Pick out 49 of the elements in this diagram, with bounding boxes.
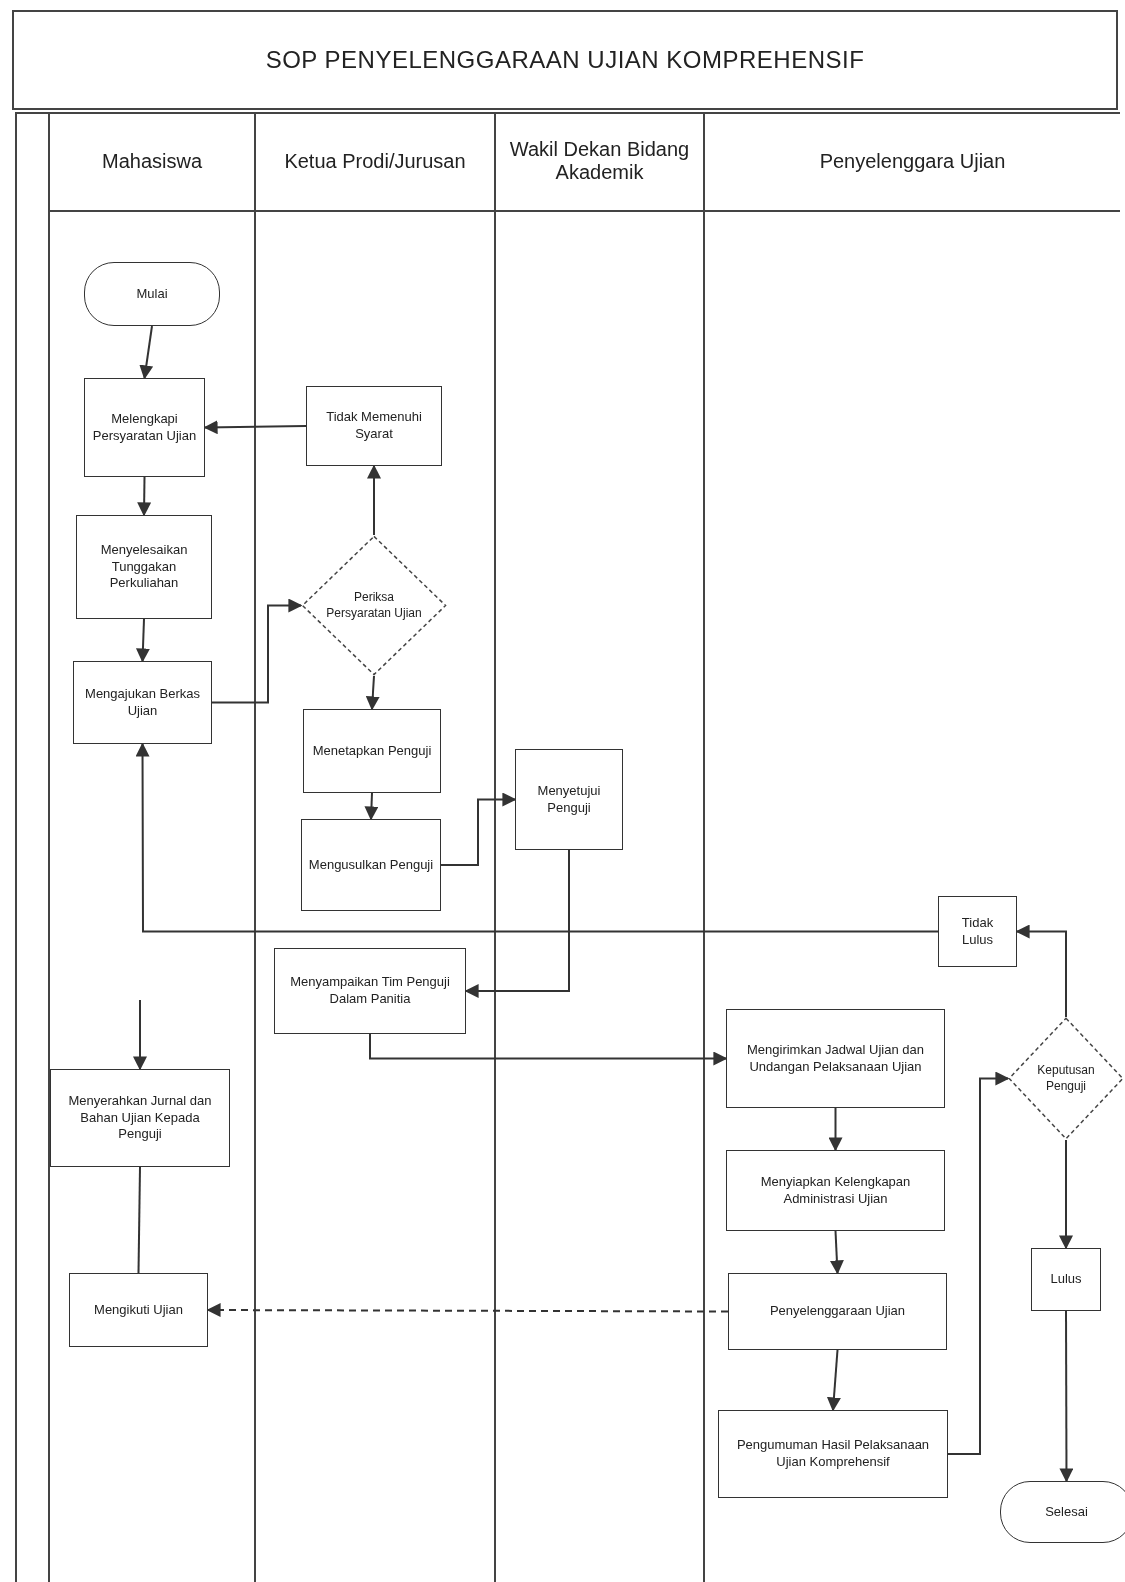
- process-box: Melengkapi Persyaratan Ujian: [84, 378, 205, 477]
- process-box: Mengikuti Ujian: [69, 1273, 208, 1347]
- process-box: Lulus: [1031, 1248, 1101, 1311]
- process-box: Menyetujui Penguji: [515, 749, 623, 850]
- arrow: [829, 1230, 844, 1275]
- terminator: Mulai: [84, 262, 220, 326]
- arrow: [206, 1303, 729, 1318]
- lane-title: Wakil Dekan Bidang Akademik: [508, 138, 691, 184]
- process-box: Pengumuman Hasil Pelaksanaan Ujian Komprehensif: [718, 1410, 948, 1498]
- lane-title: Ketua Prodi/Jurusan: [284, 149, 466, 173]
- arrow: [211, 598, 303, 704]
- arrow: [947, 1071, 1010, 1455]
- process-box: Tidak Memenuhi Syarat: [306, 386, 442, 466]
- arrow: [365, 675, 380, 711]
- lane-title: Mahasiswa: [101, 149, 202, 173]
- process-box: Menyerahkan Jurnal dan Bahan Ujian Kepada Penguji: [50, 1069, 230, 1167]
- arrow: [135, 742, 939, 933]
- diagram-title: SOP PENYELENGGARAAN UJIAN KOMPREHENSIF: [265, 46, 865, 74]
- arrow: [464, 849, 570, 998]
- terminator: Selesai: [1000, 1481, 1125, 1543]
- arrow: [139, 325, 154, 380]
- arrow: [1015, 924, 1067, 1018]
- process-box: Mengusulkan Penguji: [301, 819, 441, 911]
- process-box: Menyelesaikan Tunggakan Perkuliahan: [76, 515, 212, 619]
- arrow: [440, 792, 517, 866]
- arrow: [364, 792, 379, 821]
- arrow: [135, 618, 150, 663]
- arrow: [133, 999, 147, 1071]
- process-box: Mengirimkan Jadwal Ujian dan Undangan Pelaksanaan Ujian: [726, 1009, 945, 1108]
- decision-text: Periksa Persyaratan Ujian: [325, 589, 423, 622]
- process-box: Menyiapkan Kelengkapan Administrasi Ujian: [726, 1150, 945, 1231]
- arrow: [137, 476, 152, 517]
- arrow: [369, 1033, 728, 1066]
- swimlane: [494, 112, 703, 1582]
- process-box: Tidak Lulus: [938, 896, 1017, 967]
- arrow: [828, 1107, 843, 1152]
- arrow: [367, 464, 381, 536]
- decision-text: Keputusan Penguji: [1036, 1062, 1096, 1095]
- arrow: [1059, 1139, 1073, 1250]
- arrow: [203, 420, 307, 435]
- swimlane: [254, 112, 494, 1582]
- lane-title: Penyelenggara Ujian: [819, 149, 1006, 173]
- process-box: Menyampaikan Tim Penguji Dalam Panitia: [274, 948, 466, 1034]
- arrow: [1059, 1310, 1074, 1483]
- process-box: Menetapkan Penguji: [303, 709, 441, 793]
- process-box: Mengajukan Berkas Ujian: [73, 661, 212, 744]
- arrow: [826, 1349, 841, 1412]
- process-box: Penyelenggaraan Ujian: [728, 1273, 947, 1350]
- swimlane: [48, 112, 254, 1582]
